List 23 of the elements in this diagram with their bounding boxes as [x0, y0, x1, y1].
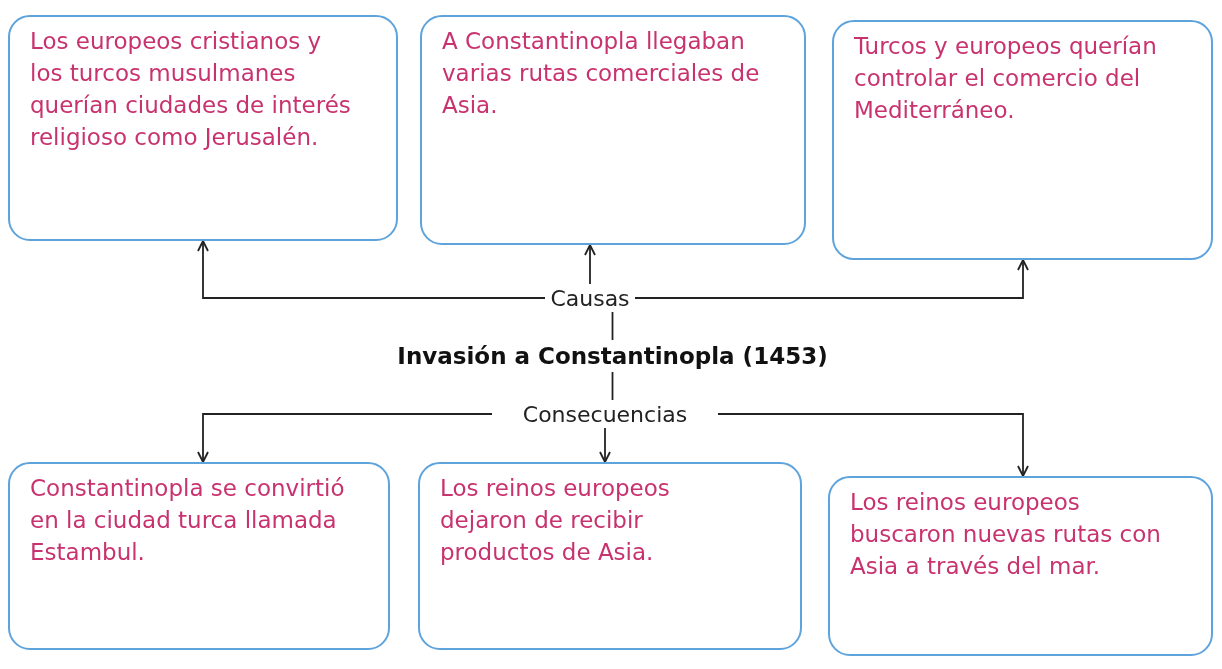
text-box — [420, 15, 806, 245]
arrow — [717, 413, 1029, 477]
arrow — [197, 413, 493, 463]
text-box — [832, 20, 1213, 260]
central-topic: Invasión a Constantinopla (1453) — [397, 343, 828, 369]
text-box — [828, 476, 1213, 656]
box-text: Constantinopla se convirtió en la ciudad turca llamada Estambul. — [29, 474, 346, 567]
arrow — [634, 259, 1029, 299]
connector-line — [611, 311, 614, 341]
branch-label: Consecuencias — [522, 401, 688, 427]
box-text: Los europeos cristianos y los turcos musulmanes querían ciudades de interés religioso como Jerusalén. — [29, 27, 352, 152]
text-box — [8, 15, 398, 241]
text-box — [418, 462, 802, 650]
box-text: A Constantinopla llegaban varias rutas comerciales de Asia. — [441, 27, 761, 120]
box-text: Los reinos europeos buscaron nuevas rutas con Asia a través del mar. — [849, 488, 1162, 581]
arrow — [584, 244, 596, 285]
branch-label: Causas — [550, 285, 630, 311]
box-text: Turcos y europeos querían controlar el comercio del Mediterráneo. — [853, 32, 1158, 125]
box-text: Los reinos europeos dejaron de recibir productos de Asia. — [439, 474, 671, 567]
connector-line — [611, 371, 614, 401]
arrow — [599, 427, 611, 463]
text-box — [8, 462, 390, 650]
arrow — [197, 240, 546, 299]
